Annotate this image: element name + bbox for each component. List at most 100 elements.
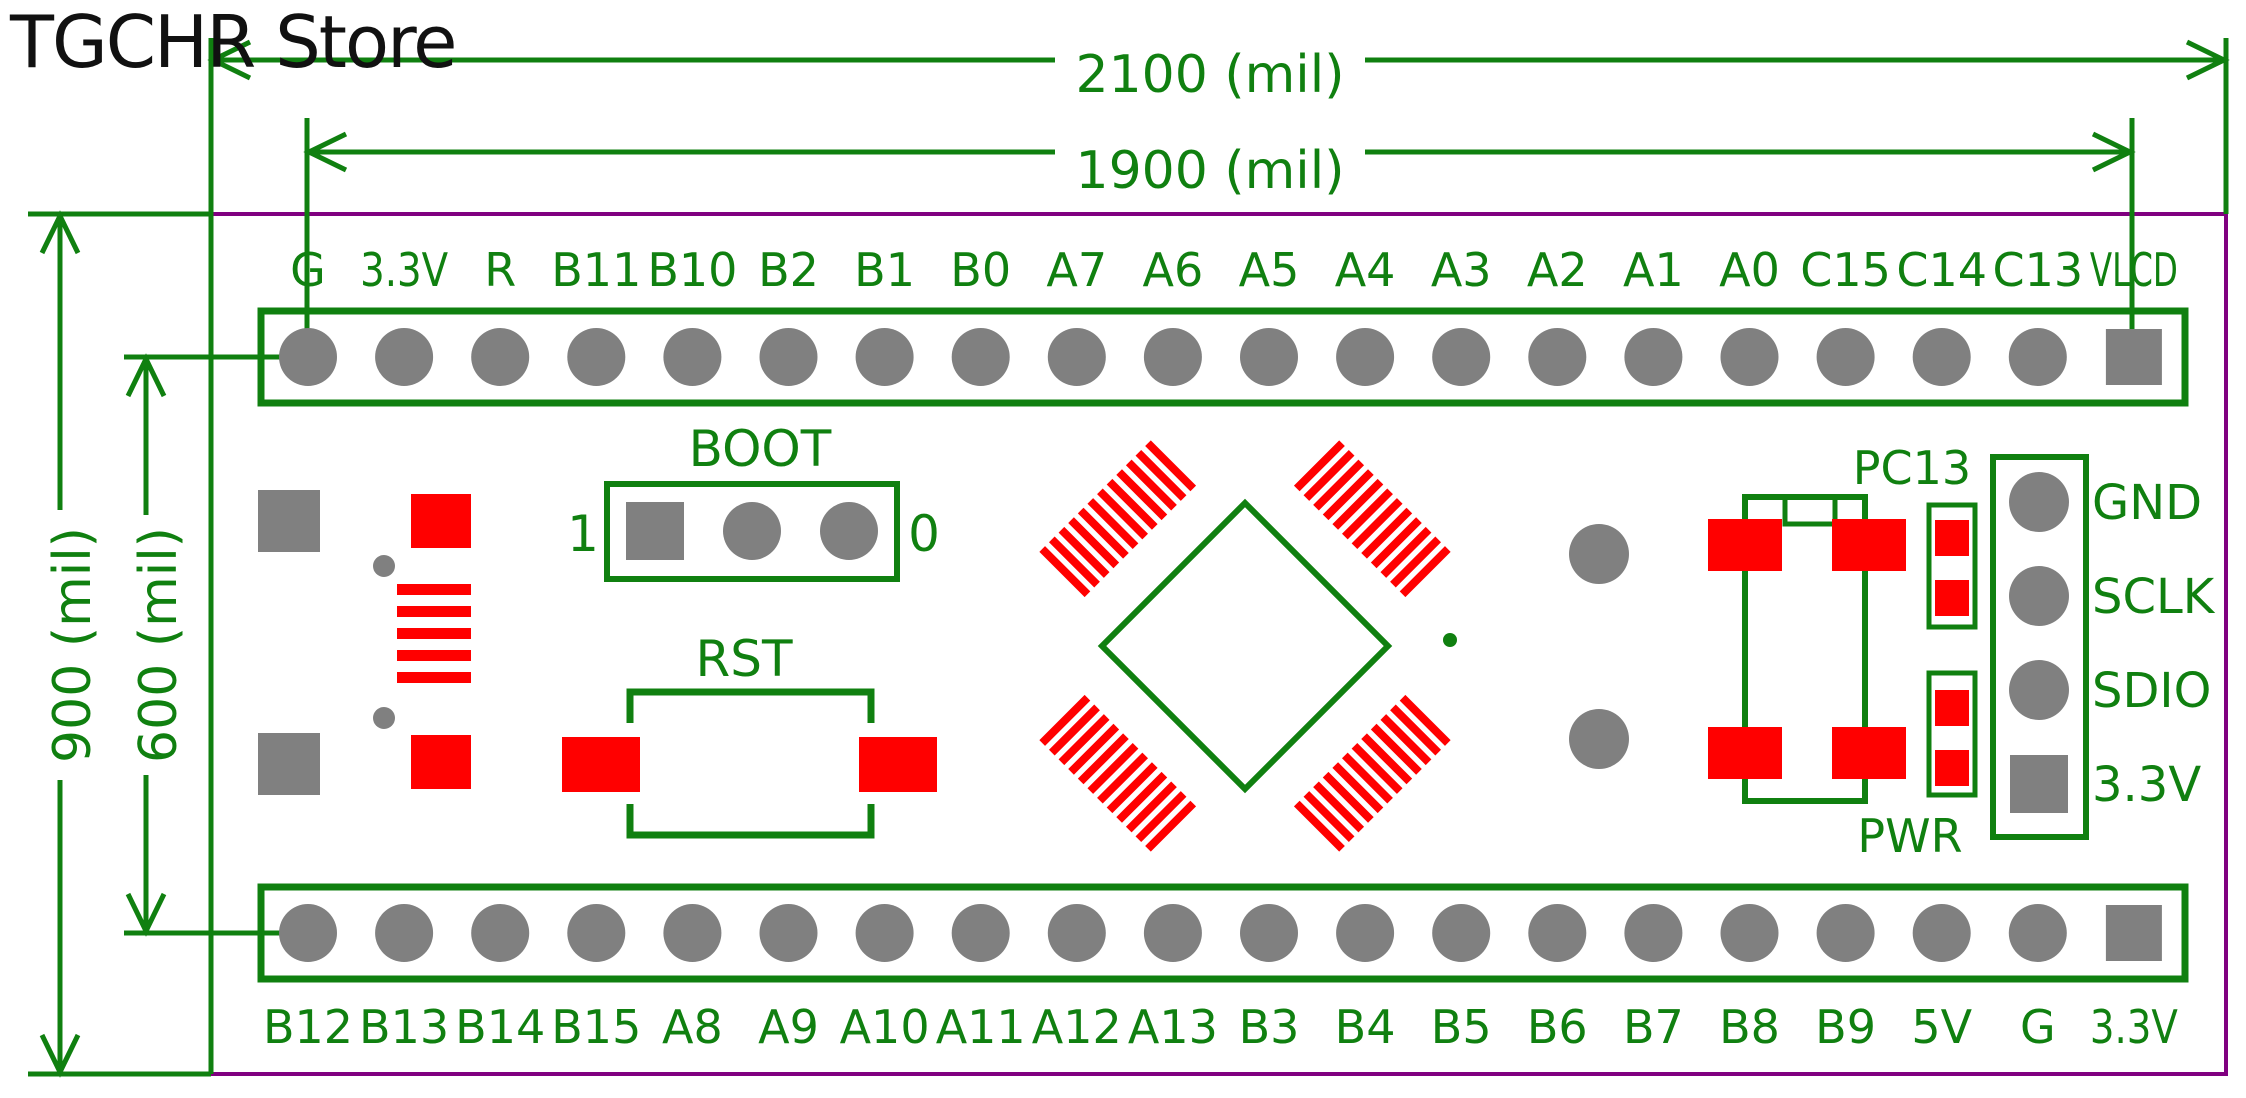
usb-shield-pad-top xyxy=(411,494,471,548)
pwr-label: PWR xyxy=(1857,809,1962,863)
debug-pin-label: 3.3V xyxy=(2092,757,2201,813)
mcu-lead xyxy=(1399,694,1451,746)
mcu-lead xyxy=(1313,459,1365,511)
crystal-pad-bottom xyxy=(1569,709,1629,769)
mcu-lead xyxy=(1068,723,1120,775)
top-pin-label: A2 xyxy=(1527,243,1588,297)
reset-button xyxy=(626,688,875,839)
top-pin-7 xyxy=(855,328,914,386)
dimension-1900 xyxy=(303,118,2136,350)
bottom-pin-19 xyxy=(2008,904,2067,962)
bottom-pin-9 xyxy=(1047,904,1106,962)
top-pin-3 xyxy=(471,328,530,386)
mcu-lead xyxy=(1313,781,1365,833)
bottom-pin-label: A10 xyxy=(840,1000,930,1054)
led-pad-2 xyxy=(1832,519,1906,571)
boot-label-one: 1 xyxy=(567,505,599,563)
boot-jumper-outline xyxy=(604,481,900,582)
pc13-led-pad-1 xyxy=(1935,520,1969,556)
top-pin-label: 3.3V xyxy=(360,243,448,297)
bottom-pin-label: B9 xyxy=(1815,1000,1876,1054)
store-watermark: TGCHR Store xyxy=(10,0,457,84)
top-pin-20 xyxy=(2105,329,2162,385)
top-pin-9 xyxy=(1047,328,1106,386)
mcu-lead xyxy=(1322,771,1374,823)
mcu-lead xyxy=(1351,743,1403,794)
top-pin-12 xyxy=(1336,328,1395,386)
top-pin-label: A1 xyxy=(1623,243,1684,297)
bottom-pin-8 xyxy=(951,904,1010,962)
bottom-pin-label: G xyxy=(2020,1000,2056,1054)
bottom-pin-2 xyxy=(375,904,434,962)
mcu-lead xyxy=(1145,800,1197,852)
top-pin-label: A3 xyxy=(1431,243,1492,297)
bottom-pin-label: A9 xyxy=(758,1000,819,1054)
usb-shield-pad-bottom xyxy=(411,735,471,789)
boot-label: BOOT xyxy=(689,420,832,478)
top-pin-13 xyxy=(1432,328,1491,386)
pwr-led-outline xyxy=(1926,670,1978,798)
mcu-lead xyxy=(1077,507,1129,559)
debug-pin-label: SDIO xyxy=(2092,663,2211,719)
bottom-pin-label: B4 xyxy=(1335,1000,1396,1054)
mcu-lead xyxy=(1361,733,1413,785)
dimension-2100 xyxy=(207,38,2230,1074)
top-pin-label: A0 xyxy=(1719,243,1780,297)
bottom-pin-label: A13 xyxy=(1128,1000,1218,1054)
top-header-pins xyxy=(279,328,2162,386)
mcu-lead xyxy=(1077,733,1129,785)
bottom-pin-1 xyxy=(279,904,337,962)
top-pin-label: R xyxy=(484,243,516,297)
debug-pin-4 xyxy=(2010,755,2068,813)
mcu-lead xyxy=(1116,771,1168,823)
bottom-header-outline xyxy=(257,883,2189,983)
mcu-lead xyxy=(1135,449,1187,501)
top-header-outline xyxy=(257,307,2189,407)
top-pin-label: A7 xyxy=(1046,243,1107,297)
mcu-lead xyxy=(1145,440,1197,492)
mcu-lead xyxy=(1048,536,1100,588)
mcu-body-outline xyxy=(1097,498,1393,794)
top-pin-label: C15 xyxy=(1800,243,1891,297)
bottom-pin-label: A12 xyxy=(1032,1000,1122,1054)
boot-pin-3 xyxy=(820,502,878,560)
top-pin-label: VLCD xyxy=(2090,243,2178,297)
usb-connector xyxy=(258,490,471,795)
mcu-lead xyxy=(1125,781,1177,833)
led-pad-1 xyxy=(1708,519,1782,571)
top-pin-label: C13 xyxy=(1992,243,2083,297)
mcu-pin1-marker xyxy=(1443,633,1457,647)
bottom-pin-5 xyxy=(663,904,722,962)
top-pin-15 xyxy=(1624,328,1683,386)
mcu-lead xyxy=(1332,478,1384,530)
bottom-pin-label: A8 xyxy=(662,1000,723,1054)
top-pin-label: A5 xyxy=(1239,243,1300,297)
top-pin-18 xyxy=(1912,328,1971,386)
mcu-lead xyxy=(1097,752,1148,804)
rst-label: RST xyxy=(695,630,792,688)
dimension-1900-label: 1900 (mil) xyxy=(1076,141,1345,201)
mcu-lead xyxy=(1293,800,1345,852)
pc13-led-outline xyxy=(1926,502,1978,630)
debug-header-pins xyxy=(2009,472,2069,813)
pwr-led-pad-2 xyxy=(1935,750,1969,786)
boot-label-zero: 0 xyxy=(908,505,940,563)
debug-pin-3 xyxy=(2009,660,2069,720)
bottom-pin-label: B7 xyxy=(1623,1000,1684,1054)
mcu-lead xyxy=(1390,536,1442,588)
bottom-pin-20 xyxy=(2105,905,2162,961)
mcu-lead xyxy=(1342,488,1393,540)
mcu-lead xyxy=(1039,546,1091,598)
mcu-lead xyxy=(1322,469,1374,521)
mcu-lead xyxy=(1097,488,1148,540)
top-pin-2 xyxy=(375,328,434,386)
dimension-600-label: 600 (mil) xyxy=(129,527,189,763)
pc13-led-pad-2 xyxy=(1935,580,1969,616)
mcu-lead xyxy=(1303,791,1355,843)
bottom-pin-10 xyxy=(1143,904,1202,962)
mcu-lead xyxy=(1125,459,1177,511)
top-pin-10 xyxy=(1143,328,1202,386)
debug-pin-2 xyxy=(2009,566,2069,626)
